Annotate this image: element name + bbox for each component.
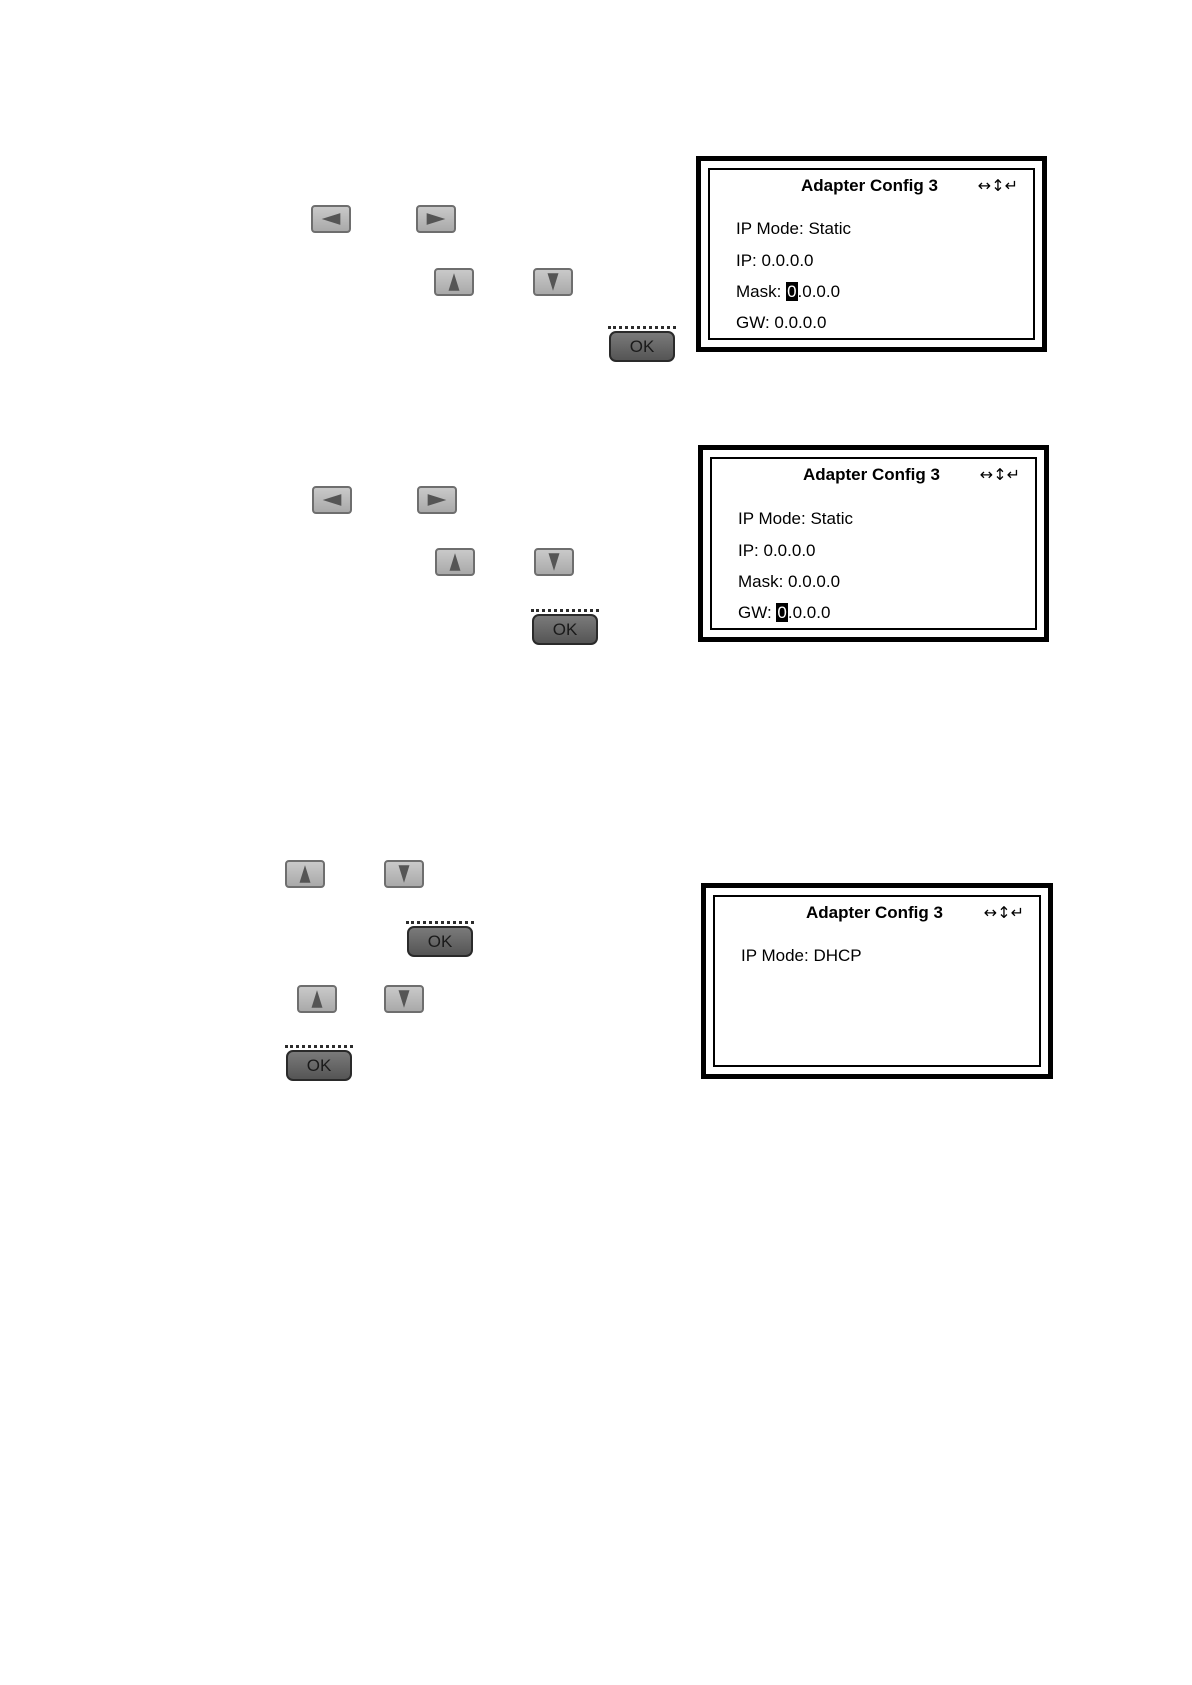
ip-mode-line: IP Mode: Static	[736, 219, 851, 239]
up-arrow-icon	[298, 863, 312, 885]
down-arrow-key	[534, 548, 574, 576]
ip-mode-line: IP Mode: Static	[738, 509, 853, 529]
ok-key-label: OK	[609, 331, 675, 362]
mask-value-rest: .0.0.0	[798, 282, 841, 301]
ok-key-label: OK	[532, 614, 598, 645]
right-arrow-icon	[423, 212, 449, 226]
gateway-line: GW: 0.0.0.0	[738, 603, 830, 623]
gateway-label: GW:	[738, 603, 776, 622]
gateway-line: GW: 0.0.0.0	[736, 313, 826, 333]
ok-key-label: OK	[407, 926, 473, 957]
mask-line: Mask: 0.0.0.0	[738, 572, 840, 592]
up-arrow-key	[285, 860, 325, 888]
down-arrow-icon	[546, 271, 560, 293]
ok-key-label: OK	[286, 1050, 352, 1081]
mask-line: Mask: 0.0.0.0	[736, 282, 840, 302]
mask-label: Mask:	[736, 282, 786, 301]
down-arrow-key	[384, 860, 424, 888]
up-arrow-icon	[448, 551, 462, 573]
navigation-symbols-icon: ↔↕↵	[980, 465, 1020, 484]
down-arrow-icon	[397, 988, 411, 1010]
down-arrow-icon	[547, 551, 561, 573]
navigation-symbols-icon: ↔↕↵	[984, 903, 1024, 922]
up-arrow-key	[435, 548, 475, 576]
edit-cursor: 0	[776, 603, 787, 622]
up-arrow-key	[434, 268, 474, 296]
ip-mode-line: IP Mode: DHCP	[741, 946, 862, 966]
ok-key: OK	[406, 921, 474, 957]
ip-line: IP: 0.0.0.0	[736, 251, 814, 271]
down-arrow-key	[384, 985, 424, 1013]
left-arrow-icon	[319, 493, 345, 507]
screen-title: Adapter Config 3	[803, 465, 940, 485]
lcd-screen-dhcp: Adapter Config 3 ↔↕↵ IP Mode: DHCP	[701, 883, 1053, 1079]
ok-key: OK	[531, 609, 599, 645]
ip-line: IP: 0.0.0.0	[738, 541, 816, 561]
edit-cursor: 0	[786, 282, 797, 301]
screen-title: Adapter Config 3	[801, 176, 938, 196]
right-arrow-icon	[424, 493, 450, 507]
screen-title: Adapter Config 3	[806, 903, 943, 923]
ok-key: OK	[608, 326, 676, 362]
lcd-screen-gateway: Adapter Config 3 ↔↕↵ IP Mode: Static IP:…	[698, 445, 1049, 642]
left-arrow-key	[311, 205, 351, 233]
down-arrow-key	[533, 268, 573, 296]
navigation-symbols-icon: ↔↕↵	[978, 176, 1018, 195]
ok-key: OK	[285, 1045, 353, 1081]
gateway-value-rest: .0.0.0	[788, 603, 831, 622]
right-arrow-key	[416, 205, 456, 233]
right-arrow-key	[417, 486, 457, 514]
up-arrow-key	[297, 985, 337, 1013]
up-arrow-icon	[310, 988, 324, 1010]
down-arrow-icon	[397, 863, 411, 885]
lcd-screen-mask: Adapter Config 3 ↔↕↵ IP Mode: Static IP:…	[696, 156, 1047, 352]
left-arrow-icon	[318, 212, 344, 226]
up-arrow-icon	[447, 271, 461, 293]
left-arrow-key	[312, 486, 352, 514]
